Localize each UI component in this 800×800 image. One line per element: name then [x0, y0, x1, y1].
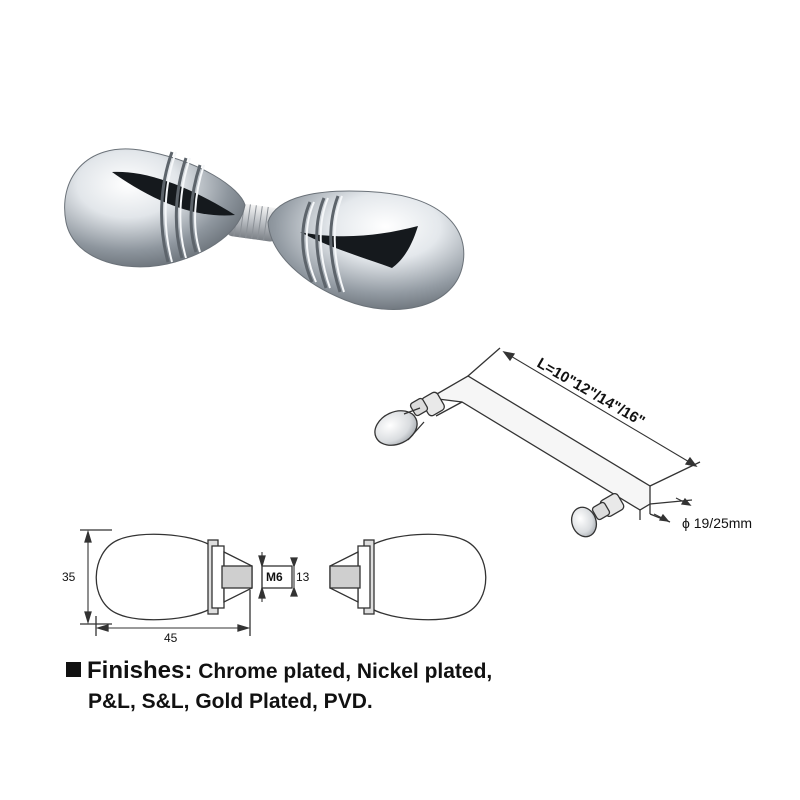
finishes-line-1: Chrome plated, Nickel plated,: [192, 660, 493, 683]
pull-handle-drawing: [374, 347, 701, 538]
finishes-text: Finishes: Chrome plated, Nickel plated, …: [66, 656, 766, 717]
handle-knob-top: [374, 410, 418, 446]
left-profile-body: [95, 533, 211, 621]
bullet-square-icon: [66, 662, 81, 677]
finishes-heading: Finishes:: [87, 657, 193, 684]
right-profile-body: [371, 533, 487, 621]
width-label: 45: [164, 631, 178, 645]
finishes-line-2: P&L, S&L, Gold Plated, PVD.: [88, 690, 373, 713]
thread-label: M6: [266, 570, 283, 584]
handle-knob-bottom: [570, 506, 598, 538]
height-label: 35: [62, 570, 76, 584]
length-label: L=10"12"/14"/16": [534, 355, 648, 430]
knob-profile-drawing: [80, 529, 487, 636]
diameter-label: ϕ 19/25mm: [682, 515, 752, 531]
neck-label: 13: [296, 570, 310, 584]
knob-photo: [64, 148, 465, 310]
handle-bar: [428, 375, 651, 511]
